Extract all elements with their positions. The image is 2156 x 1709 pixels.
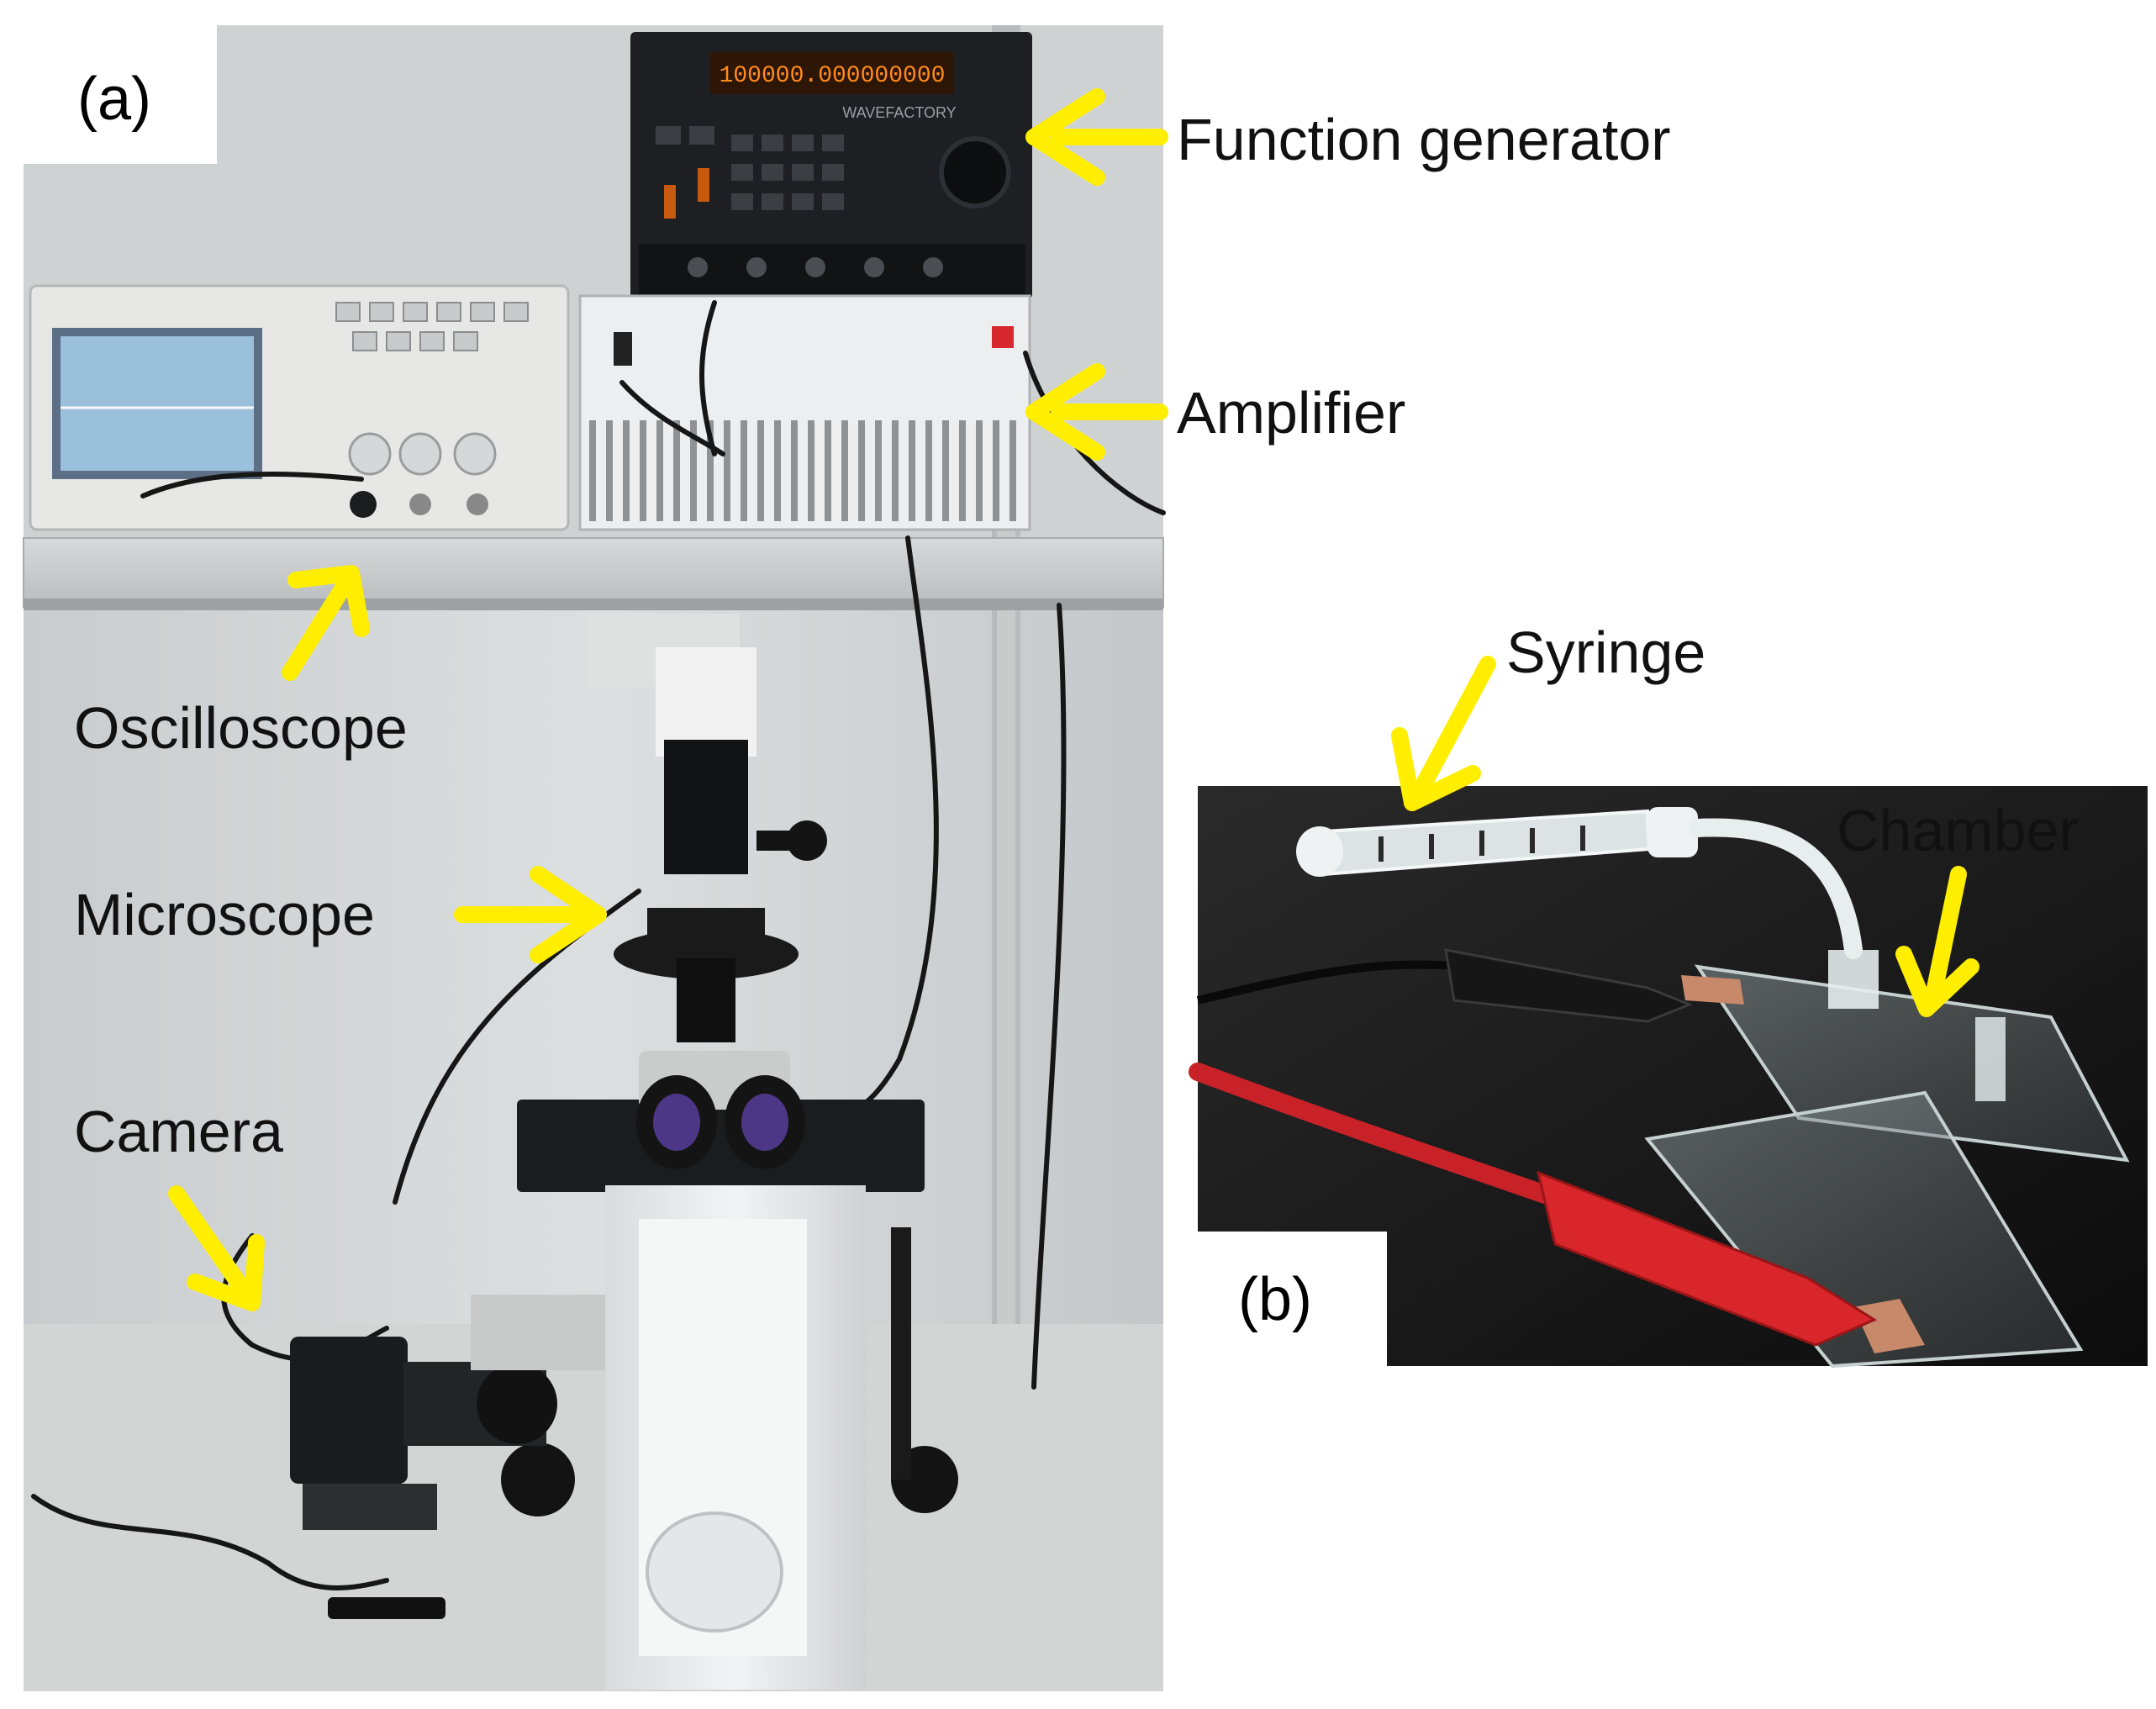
syringe-object bbox=[1296, 807, 1863, 959]
label-function-generator: Function generator bbox=[1177, 107, 1671, 172]
arrow-chamber bbox=[1895, 866, 1979, 1017]
arrow-camera bbox=[168, 1185, 265, 1311]
arrow-oscilloscope bbox=[282, 565, 370, 681]
panel-b-tag: (b) bbox=[1238, 1266, 1312, 1333]
function-generator-device: 100000.000000000 WAVEFACTORY bbox=[630, 32, 1032, 299]
label-oscilloscope: Oscilloscope bbox=[74, 695, 408, 761]
label-camera: Camera bbox=[74, 1099, 283, 1164]
microscope-device bbox=[501, 614, 958, 1690]
arrow-syringe bbox=[1391, 656, 1496, 811]
panel-a-tag-box bbox=[24, 25, 217, 164]
arrow-function-generator bbox=[1025, 88, 1168, 186]
oscilloscope-device bbox=[29, 284, 570, 531]
generator-display: 100000.000000000 bbox=[720, 63, 946, 89]
panel-a-tag: (a) bbox=[77, 66, 151, 133]
label-syringe: Syringe bbox=[1506, 620, 1705, 685]
label-chamber: Chamber bbox=[1837, 798, 2079, 863]
label-amplifier: Amplifier bbox=[1177, 380, 1405, 446]
generator-brand: WAVEFACTORY bbox=[842, 104, 956, 121]
arrow-amplifier bbox=[1025, 363, 1168, 461]
photo-panel-b bbox=[1189, 656, 2148, 1369]
photo-panel-a: 100000.000000000 WAVEFACTORY bbox=[23, 25, 1168, 1691]
camera-device bbox=[290, 1295, 605, 1619]
amplifier-device bbox=[578, 294, 1031, 531]
red-clip-lead bbox=[1189, 1063, 1878, 1347]
arrow-microscope bbox=[454, 866, 607, 963]
black-clip-lead bbox=[1196, 948, 1694, 1023]
label-microscope: Microscope bbox=[74, 882, 375, 947]
glass-chamber bbox=[1644, 950, 2130, 1369]
